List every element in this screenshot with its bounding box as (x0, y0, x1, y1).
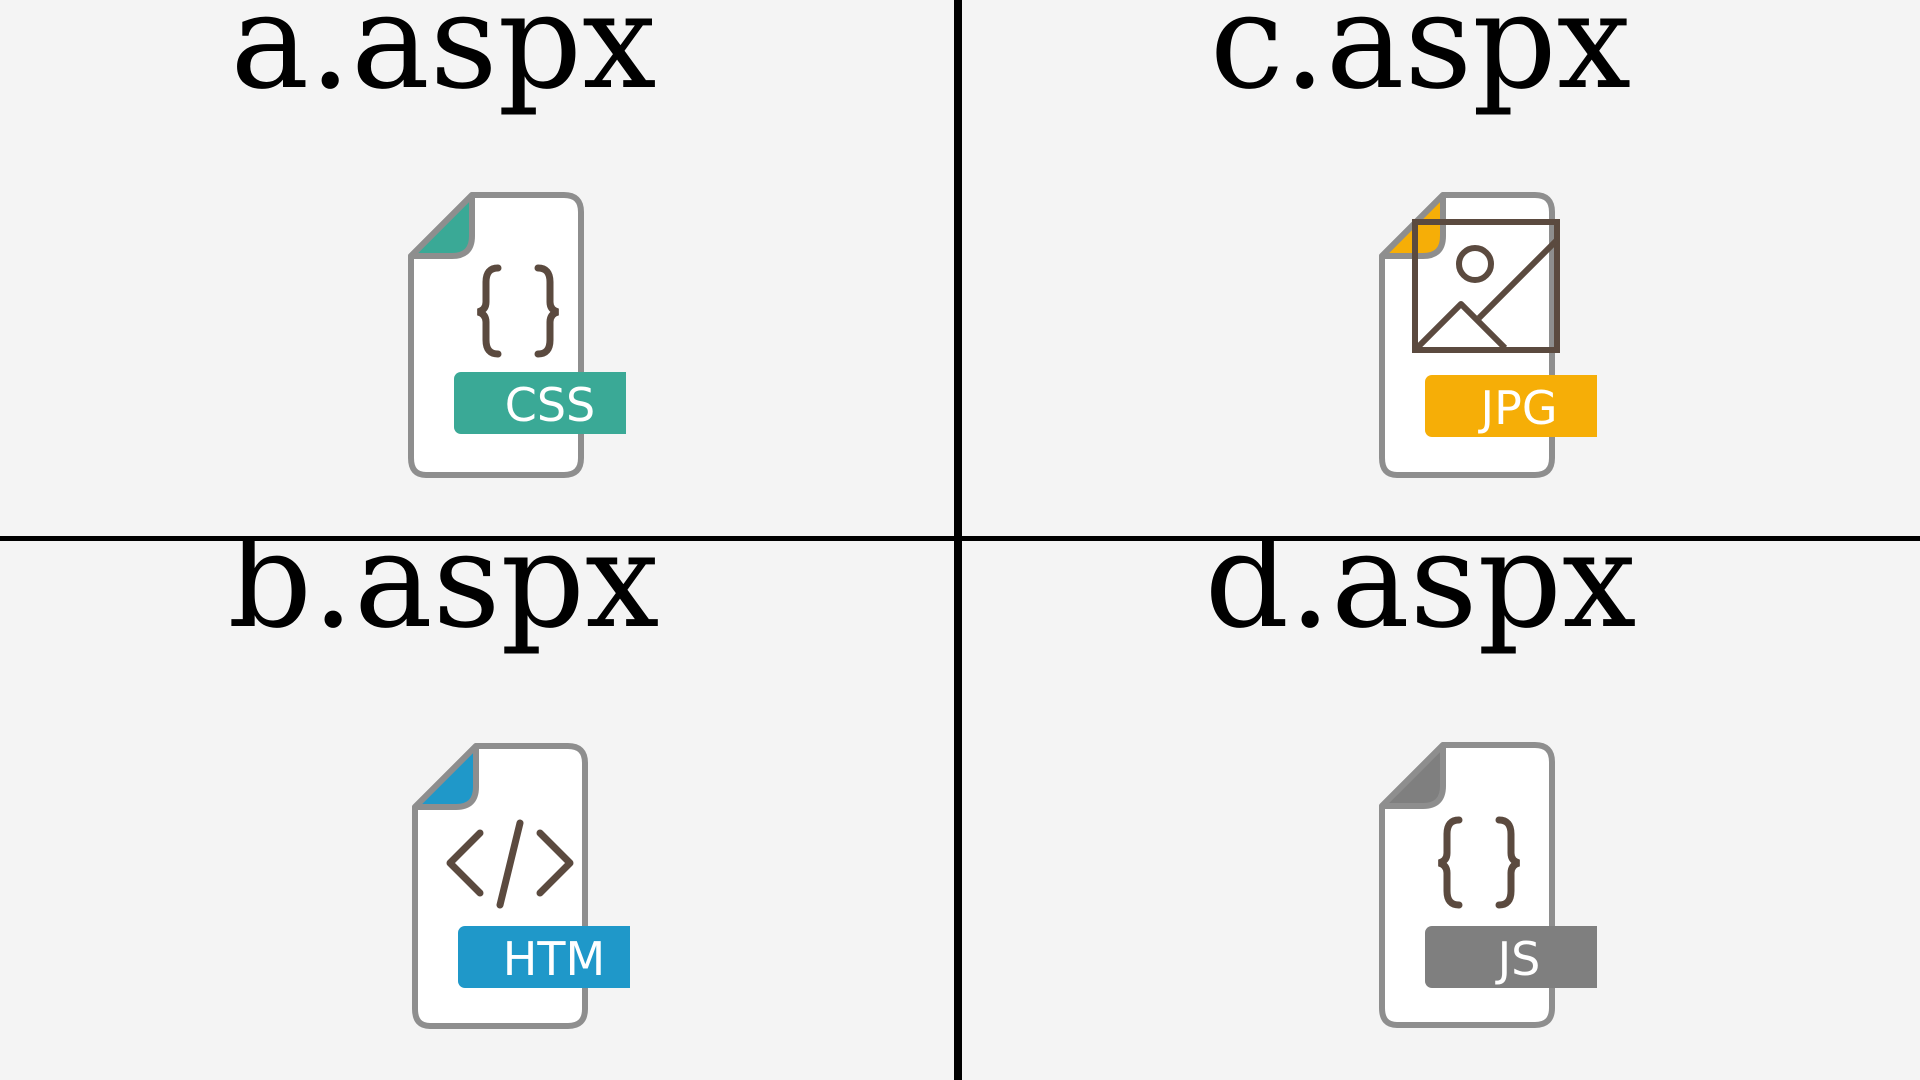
filename-label: a.aspx (230, 0, 657, 119)
htm-file-icon: HTM (410, 741, 630, 1031)
badge-label: HTM (503, 932, 605, 986)
badge-label: JPG (1478, 381, 1558, 435)
badge-label: CSS (505, 378, 596, 432)
filename-label: c.aspx (1209, 0, 1632, 119)
tile-d: d.aspx JS (957, 539, 1920, 1080)
js-file-icon: JS (1377, 740, 1597, 1030)
horizontal-divider (0, 536, 1920, 541)
tile-b: b.aspx HTM (0, 539, 957, 1080)
tile-a: a.aspx CSS (0, 0, 957, 539)
jpg-file-icon: JPG (1377, 190, 1597, 480)
css-file-icon: CSS (406, 190, 626, 480)
tile-c: c.aspx JPG (957, 0, 1920, 539)
badge-label: JS (1495, 932, 1541, 986)
filename-label: d.aspx (1204, 539, 1637, 658)
filename-label: b.aspx (227, 539, 660, 658)
